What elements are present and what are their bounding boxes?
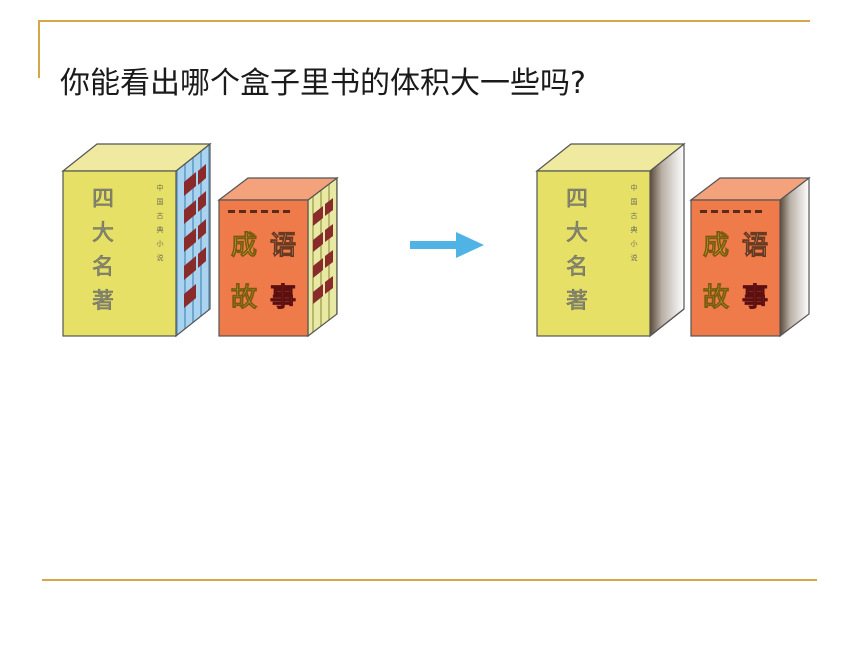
classics-subtitle-char: 小 [157,239,164,248]
classics-box-subtitle-char: 小 [631,239,638,248]
idioms-box-title-char: 成 [703,231,729,261]
classics-box-title-char: 四 [566,187,588,212]
bottom-rule [42,579,817,581]
idioms-dashes [228,210,290,213]
left-rule [38,20,40,78]
left-book-group: 四 大 名 著 中 国 古 典 小 说 [61,142,339,338]
classics-box-subtitle-char: 典 [631,225,638,234]
idioms-title-char: 成 [231,231,257,261]
idioms-box-title-char: 语 [742,231,768,261]
classics-subtitle-char: 古 [157,211,164,220]
classics-box-subtitle-char: 古 [631,211,638,220]
classics-title-char: 著 [92,289,114,314]
classics-subtitle-char: 说 [157,253,164,262]
top-rule [38,20,810,22]
classics-box-subtitle-char: 国 [631,198,638,206]
idioms-title-char: 事 [270,283,296,313]
classics-subtitle-char: 典 [157,225,164,234]
idioms-box-title-char: 故 [703,283,729,313]
idioms-title-char: 语 [270,231,296,261]
classics-box-subtitle-char: 说 [631,253,638,262]
right-box-group: 四 大 名 著 中 国 古 典 小 说 成 [535,142,811,338]
question-text: 你能看出哪个盒子里书的体积大一些吗? [60,66,586,101]
idioms-box: 成 语 故 事 [689,176,811,338]
classics-box-title-char: 著 [566,289,588,314]
classics-title-char: 大 [92,221,114,246]
classics-subtitle-char: 国 [157,198,164,206]
idioms-title-char: 故 [231,283,257,313]
idioms-box-title-char: 事 [742,283,768,313]
idioms-spine-bands [313,198,333,304]
classics-book: 四 大 名 著 中 国 古 典 小 说 [61,142,212,338]
classics-title-char: 名 [92,255,114,280]
classics-spine-bands [184,164,206,308]
idioms-book: 成 语 故 事 [217,176,339,338]
classics-box-title-char: 大 [566,221,588,246]
classics-box-title-char: 名 [566,255,588,280]
classics-subtitle-char: 中 [157,183,164,192]
classics-box-subtitle-char: 中 [631,183,638,192]
classics-box: 四 大 名 著 中 国 古 典 小 说 [535,142,686,338]
right-arrow-icon [410,232,484,258]
idioms-box-dashes [700,210,762,213]
classics-title-char: 四 [92,187,114,212]
